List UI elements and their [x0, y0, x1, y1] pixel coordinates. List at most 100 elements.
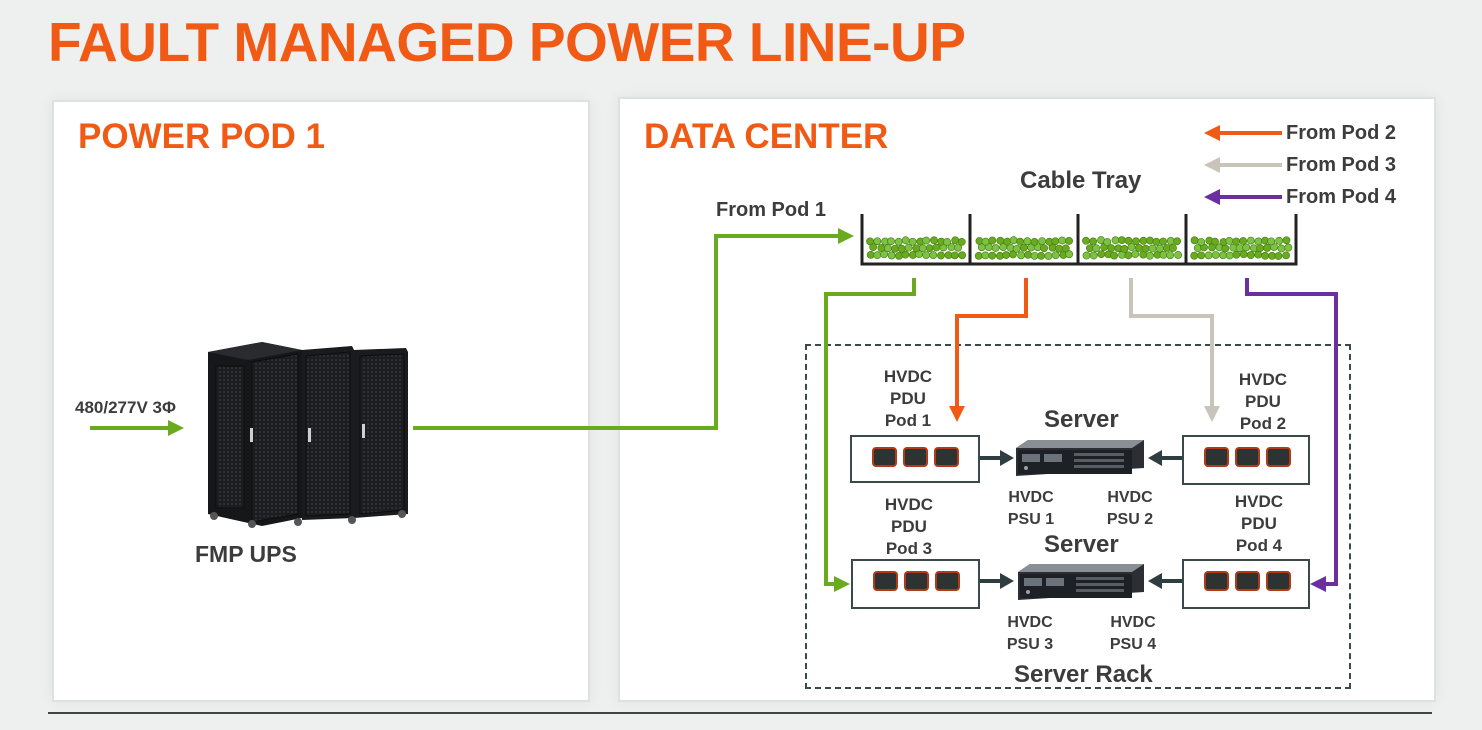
- cable-ball: [901, 250, 910, 259]
- cable-ball: [1082, 251, 1091, 260]
- pdu3-label: HVDC PDU Pod 3: [884, 495, 934, 558]
- cable-ball: [1282, 251, 1290, 260]
- cable-ball: [1197, 251, 1206, 260]
- cable-ball: [887, 251, 896, 260]
- cable-ball: [974, 251, 983, 260]
- legend-arrow-pod3: [1204, 157, 1282, 173]
- psu1-label: HVDC PSU 1: [1007, 489, 1055, 528]
- psu3-label: HVDC PSU 3: [1006, 614, 1054, 653]
- cable-ball: [1012, 244, 1021, 253]
- cable-ball: [1117, 236, 1126, 245]
- legend-label-pod2: From Pod 2: [1286, 122, 1397, 144]
- cable-ball: [988, 236, 997, 245]
- cable-ball: [1127, 243, 1136, 251]
- cable-ball: [957, 237, 966, 246]
- legend-arrow-pod2: [1204, 125, 1282, 141]
- pdu-pod2: [1182, 435, 1310, 485]
- pdu3-to-server2-connector: [980, 573, 1014, 589]
- cable-ball: [897, 244, 906, 253]
- cable-ball: [894, 237, 903, 246]
- cable-ball: [1148, 244, 1157, 253]
- cable-ball: [873, 237, 882, 246]
- cable-ball: [1173, 237, 1182, 246]
- cable-ball: [1003, 237, 1012, 246]
- cable-ball: [1166, 251, 1175, 260]
- cable-ball: [1065, 237, 1073, 245]
- legend-arrow-pod4: [1204, 189, 1282, 205]
- cable-ball: [1267, 237, 1276, 246]
- cable-ball: [904, 243, 913, 252]
- cable-ball: [1246, 236, 1255, 245]
- cable-ball: [1146, 236, 1154, 245]
- cable-ball: [1024, 250, 1032, 259]
- cable-ball: [1261, 251, 1269, 260]
- server-rack-label: Server Rack: [1014, 661, 1153, 688]
- cable-ball: [1103, 238, 1112, 246]
- cable-ball: [1092, 244, 1101, 253]
- pdu-pod4: [1182, 559, 1310, 609]
- cable-ball: [908, 237, 917, 246]
- outlet-icon: [872, 447, 897, 467]
- input-voltage-label: 480/277V 3Φ: [75, 398, 176, 417]
- cable-ball: [1044, 252, 1053, 260]
- cable-ball: [1190, 251, 1199, 260]
- cable-ball: [930, 236, 938, 245]
- cable-ball: [1051, 251, 1060, 260]
- cable-ball: [1061, 244, 1070, 253]
- cable-ball: [1082, 236, 1090, 245]
- pod1-drop-line: [824, 278, 916, 592]
- cable-ball: [950, 251, 959, 260]
- cable-ball: [1246, 251, 1255, 260]
- cable-ball: [918, 244, 927, 253]
- cable-ball: [1232, 237, 1241, 246]
- cable-ball: [884, 244, 892, 253]
- cable-ball: [1135, 244, 1143, 252]
- cable-ball: [1131, 250, 1140, 259]
- cable-ball: [925, 244, 934, 253]
- cable-ball: [1282, 236, 1291, 245]
- cable-ball: [1235, 244, 1244, 253]
- cable-ball: [866, 250, 875, 259]
- cable-ball: [1159, 237, 1167, 246]
- outlet-icon: [873, 571, 898, 591]
- cable-ball: [1152, 237, 1161, 246]
- outlet-icon: [935, 571, 960, 591]
- pdu-pod1: [850, 435, 980, 483]
- cable-ball: [981, 237, 990, 246]
- cable-ball: [1211, 251, 1220, 259]
- cable-ball: [1089, 237, 1098, 246]
- cable-ball: [1110, 251, 1119, 260]
- cable-ball: [1242, 243, 1251, 252]
- cable-ball: [1037, 251, 1046, 260]
- server2-label: Server: [1044, 531, 1119, 558]
- cable-ball: [1139, 236, 1148, 245]
- cable-ball: [929, 251, 938, 260]
- ups-label: FMP UPS: [195, 541, 297, 567]
- cable-ball: [943, 238, 952, 246]
- cable-ball: [1225, 236, 1234, 245]
- pod4-drop-line: [1245, 278, 1338, 592]
- cable-ball: [1169, 244, 1177, 252]
- cable-ball: [1132, 237, 1140, 246]
- outlet-icon: [1266, 447, 1291, 467]
- cable-ball: [1174, 251, 1183, 259]
- cable-ball: [1274, 252, 1283, 260]
- cable-ball: [958, 251, 967, 260]
- cable-ball: [1275, 236, 1284, 245]
- cable-ball: [1197, 238, 1206, 246]
- outlet-icon: [934, 447, 959, 467]
- pdu4-label: HVDC PDU Pod 4: [1234, 492, 1284, 555]
- cable-ball: [1097, 250, 1106, 259]
- server2-icon: [1018, 564, 1144, 600]
- legend-label-pod3: From Pod 3: [1286, 154, 1397, 176]
- cable-ball: [1023, 237, 1032, 246]
- cable-ball: [988, 251, 997, 260]
- psu4-label: HVDC PSU 4: [1109, 614, 1157, 653]
- cable-ball: [996, 236, 1005, 245]
- bottom-divider: [48, 712, 1432, 714]
- cable-ball: [1254, 237, 1263, 246]
- cable-ball: [1145, 251, 1154, 260]
- cable-ball: [1254, 250, 1263, 259]
- cable-ball: [1120, 244, 1129, 253]
